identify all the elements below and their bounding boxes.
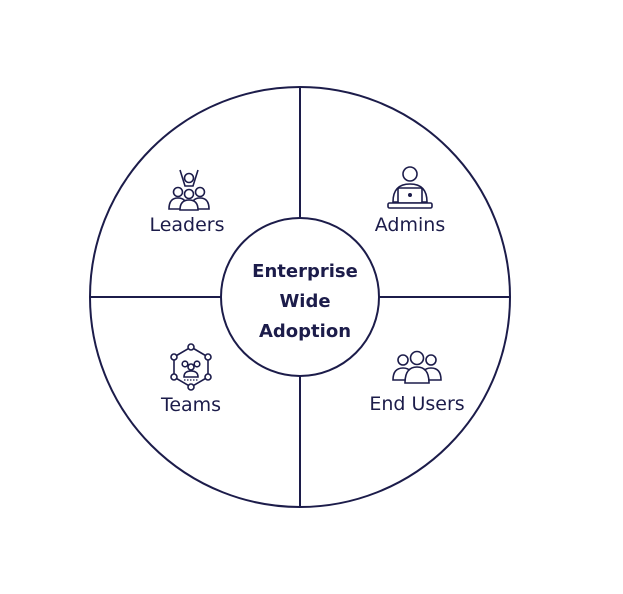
teams-label: Teams — [160, 394, 221, 416]
end-users-label: End Users — [369, 393, 464, 415]
segment-end-users: End Users — [369, 350, 465, 415]
leaders-icon — [168, 169, 210, 211]
segment-teams: Teams — [160, 343, 221, 416]
center-title-line2: Wide — [279, 291, 330, 312]
center-title-line1: Enterprise — [252, 261, 358, 282]
admins-label: Admins — [375, 214, 445, 236]
end-users-icon — [392, 350, 442, 384]
leaders-label: Leaders — [149, 214, 224, 236]
center-title-line3: Adoption — [259, 321, 351, 342]
center-circle — [220, 217, 380, 377]
team-network-icon — [170, 343, 212, 391]
segment-leaders: Leaders — [149, 169, 225, 236]
admin-laptop-icon — [387, 166, 433, 209]
segment-admins: Admins — [375, 166, 445, 236]
